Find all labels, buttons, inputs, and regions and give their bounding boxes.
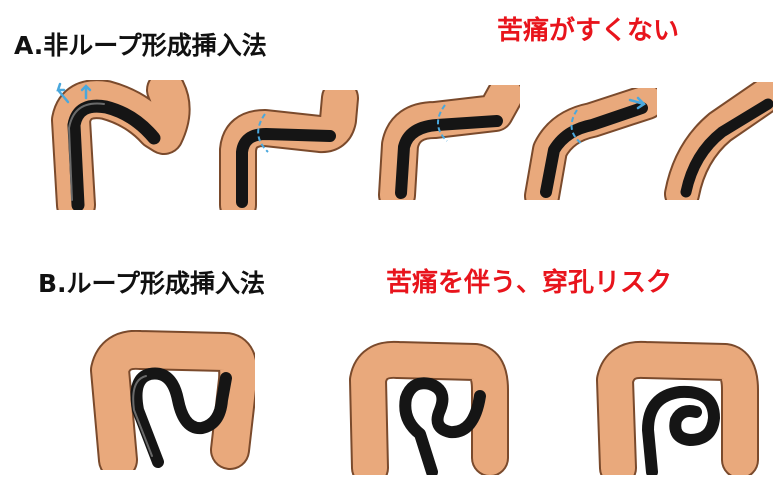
panel-b3	[590, 340, 765, 475]
panel-a2	[210, 90, 360, 210]
panel-a1	[36, 80, 196, 210]
panel-a3	[375, 85, 520, 200]
panel-a4	[522, 88, 657, 200]
section-b-note: 苦痛を伴う、穿孔リスク	[386, 262, 672, 299]
section-a-note: 苦痛がすくない	[497, 10, 679, 47]
panel-b1	[80, 330, 255, 470]
section-a-heading: A.非ループ形成挿入法	[14, 26, 267, 62]
panel-b2	[340, 340, 510, 475]
section-b-heading: B.ループ形成挿入法	[38, 264, 265, 300]
panel-a5	[660, 82, 773, 200]
